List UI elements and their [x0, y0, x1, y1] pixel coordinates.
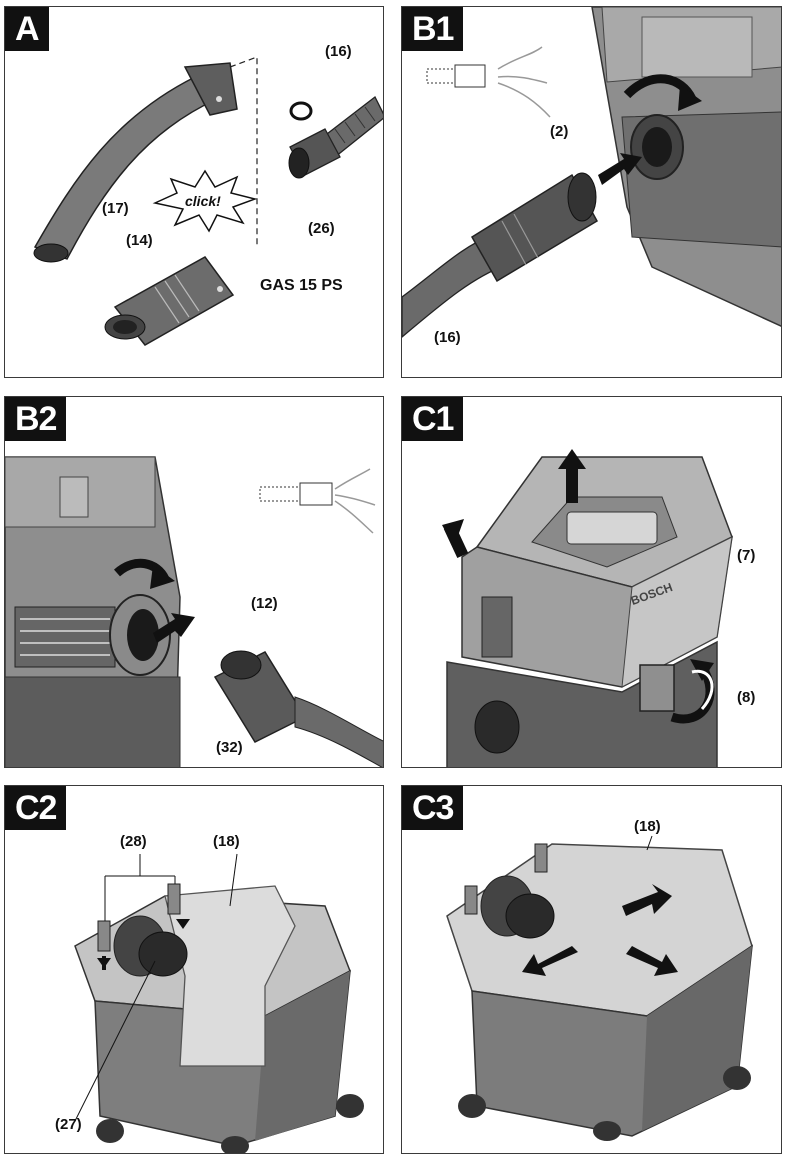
panel-tag: B1 [402, 7, 464, 51]
panel-b1: B1 (2) (16) [401, 6, 782, 378]
panel-c3: C3 (18) [401, 785, 782, 1154]
hose-assembly-illustration [33, 56, 383, 346]
panel-c2: C2 (28) (18) (27) [4, 785, 384, 1154]
blower-mode-illustration [5, 456, 383, 767]
label-26: (26) [308, 220, 335, 237]
label-7: (7) [737, 547, 756, 564]
label-32: (32) [216, 739, 243, 756]
label-14: (14) [126, 232, 153, 249]
label-17: (17) [102, 200, 129, 217]
panel-b2: B2 (12) (32) [4, 396, 384, 768]
label-28: (28) [120, 833, 147, 850]
filter-bag-spread-illustration [446, 835, 753, 1141]
panel-tag: A [5, 7, 49, 51]
label-8: (8) [737, 689, 756, 706]
panel-tag: C1 [402, 397, 464, 441]
label-2: (2) [550, 123, 569, 140]
label-18: (18) [634, 818, 661, 835]
panel-c1: C1 BOSCH (7) (8) [401, 396, 782, 768]
label-18: (18) [213, 833, 240, 850]
panel-tag: C3 [402, 786, 464, 830]
click-text: click! [185, 193, 221, 209]
panel-tag: B2 [5, 397, 67, 441]
label-16: (16) [434, 329, 461, 346]
lid-removal-illustration [442, 449, 733, 767]
filter-bag-illustration [74, 853, 364, 1153]
label-12: (12) [251, 595, 278, 612]
panel-tag: C2 [5, 786, 67, 830]
hose-insert-illustration [402, 7, 781, 338]
label-27: (27) [55, 1116, 82, 1133]
model-name: GAS 15 PS [260, 277, 343, 294]
label-16: (16) [325, 43, 352, 60]
panel-a: A (16) (17) (14) (26) click! GAS 15 PS [4, 6, 384, 378]
